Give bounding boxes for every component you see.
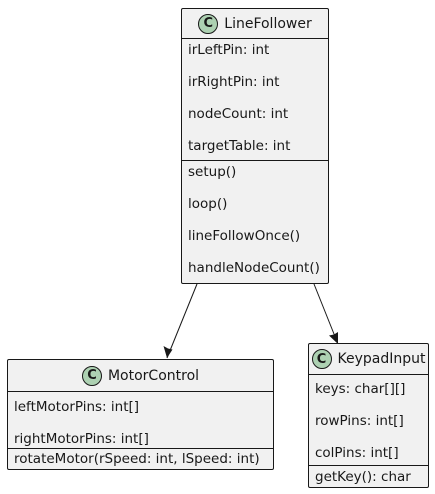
method: rotateMotor(rSpeed: int, lSpeed: int) bbox=[14, 451, 260, 467]
method: lineFollowOnce() bbox=[188, 228, 301, 244]
class-name: MotorControl bbox=[107, 367, 200, 384]
attribute: keys: char[][] bbox=[315, 381, 406, 397]
class-badge-icon: C bbox=[198, 13, 219, 34]
attribute: irRightPin: int bbox=[188, 74, 280, 90]
method: handleNodeCount() bbox=[188, 260, 320, 276]
method: getKey(): char bbox=[315, 469, 411, 485]
attribute: rightMotorPins: int[] bbox=[14, 431, 149, 447]
method-list: getKey(): char bbox=[309, 465, 428, 485]
class-name: LineFollower bbox=[224, 15, 312, 32]
attribute-list: irLeftPin: int irRightPin: int nodeCount… bbox=[182, 39, 328, 160]
method-list: rotateMotor(rSpeed: int, lSpeed: int) bbox=[8, 448, 273, 467]
edge-linefollower-to-keypadinput bbox=[313, 283, 339, 345]
class-keypadinput[interactable]: C KeypadInput keys: char[][] rowPins: in… bbox=[308, 343, 429, 488]
class-header: C MotorControl bbox=[8, 360, 273, 392]
method-list: setup() loop() lineFollowOnce() handleNo… bbox=[182, 160, 328, 276]
arrowhead-icon bbox=[163, 346, 173, 358]
method: setup() bbox=[188, 164, 237, 180]
class-badge-icon: C bbox=[311, 349, 332, 369]
class-header: C LineFollower bbox=[182, 9, 328, 39]
class-name: KeypadInput bbox=[337, 351, 426, 367]
attribute: targetTable: int bbox=[188, 138, 291, 154]
class-linefollower[interactable]: C LineFollower irLeftPin: int irRightPin… bbox=[181, 8, 329, 284]
attribute: nodeCount: int bbox=[188, 106, 289, 122]
attribute: colPins: int[] bbox=[315, 445, 399, 461]
class-header: C KeypadInput bbox=[309, 344, 428, 375]
edge-linefollower-to-motorcontrol bbox=[163, 283, 198, 359]
arrowhead-icon bbox=[329, 332, 338, 344]
attribute: leftMotorPins: int[] bbox=[14, 399, 140, 415]
attribute-list: keys: char[][] rowPins: int[] colPins: i… bbox=[309, 375, 428, 465]
class-motorcontrol[interactable]: C MotorControl leftMotorPins: int[] righ… bbox=[7, 359, 274, 470]
attribute: irLeftPin: int bbox=[188, 42, 270, 58]
method: loop() bbox=[188, 196, 228, 212]
class-badge-icon: C bbox=[81, 365, 102, 386]
attribute: rowPins: int[] bbox=[315, 413, 404, 429]
attribute-list: leftMotorPins: int[] rightMotorPins: int… bbox=[8, 392, 273, 448]
